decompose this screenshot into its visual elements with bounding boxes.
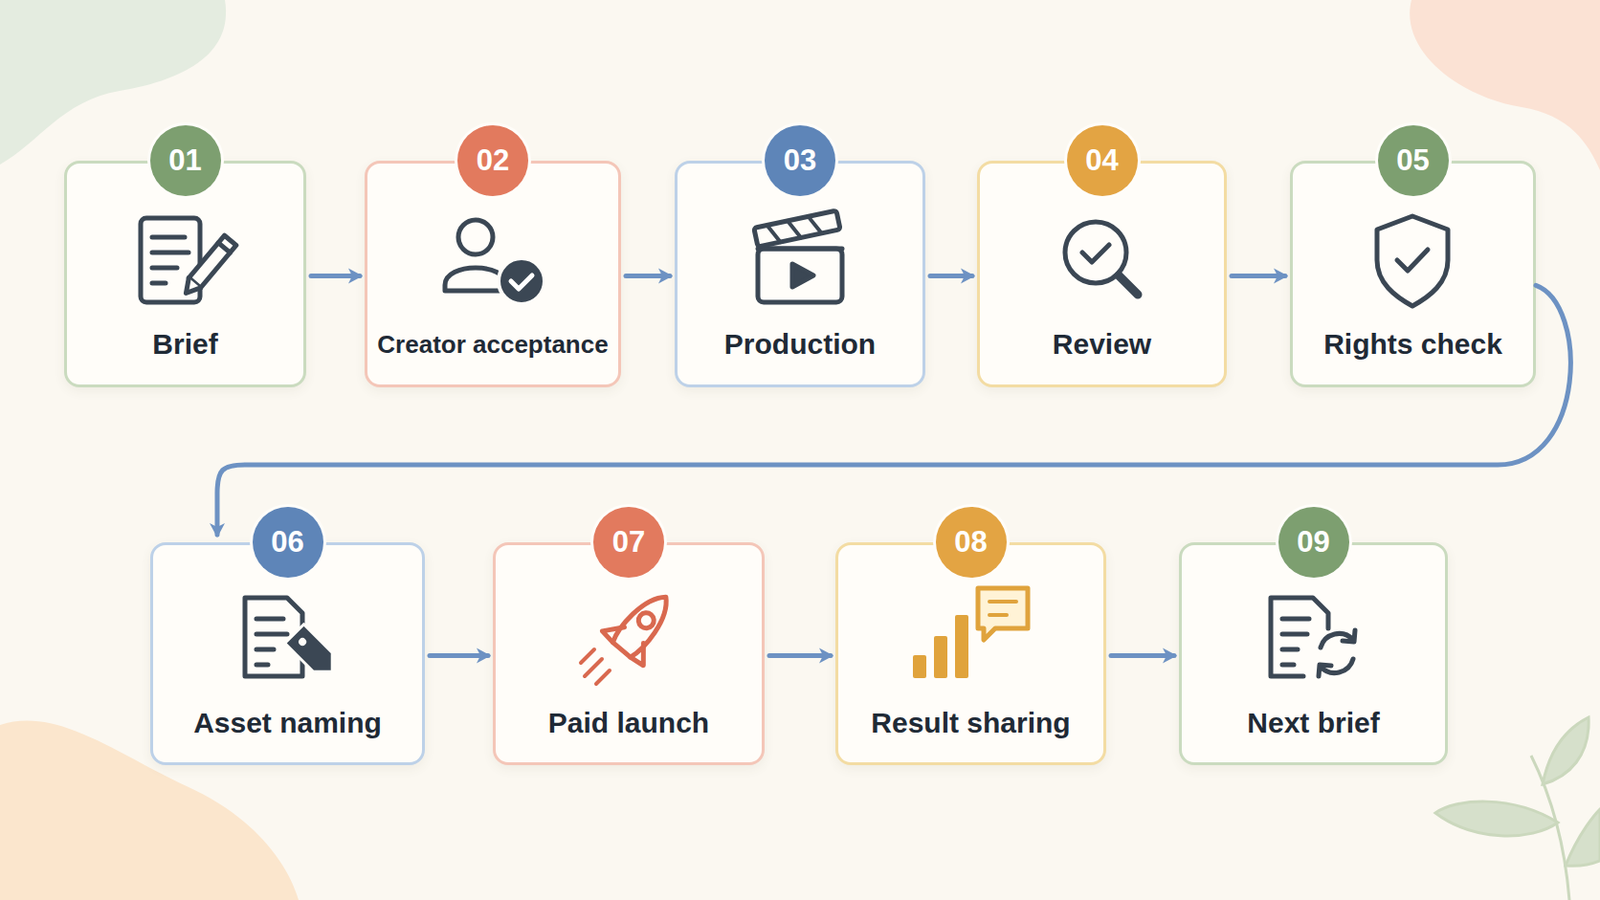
review-icon-part (1065, 222, 1127, 284)
step-label: Result sharing (844, 703, 1098, 744)
step-box: 03Production (674, 160, 926, 388)
review-icon (1065, 222, 1138, 295)
step-label: Production (683, 324, 917, 365)
rocket-icon (580, 579, 687, 685)
asset-naming-icon-part (285, 624, 342, 682)
creator-icon-part (511, 275, 533, 289)
step-number: 08 (935, 507, 1007, 578)
step-number: 01 (150, 125, 222, 197)
production-icon-part-part (767, 214, 823, 245)
step-number: 02 (457, 125, 529, 197)
next-brief-icon-part (1320, 633, 1354, 648)
step-number: 04 (1066, 125, 1138, 197)
brief-icon-part-part (179, 278, 200, 299)
rights-icon-part (1377, 216, 1448, 307)
brief-icon-part-part (188, 235, 237, 289)
asset-naming-icon-part (244, 598, 303, 677)
brief-icon-part (140, 218, 200, 303)
step-number: 06 (252, 507, 324, 578)
step-box: 05Rights check (1289, 160, 1536, 388)
step-box: 08Result sharing (835, 542, 1107, 766)
production-icon-part (754, 210, 841, 247)
rights-icon-part (1397, 249, 1428, 271)
step-label: Brief (72, 324, 298, 365)
step-number: 07 (593, 507, 665, 578)
results-icon-part (955, 615, 969, 679)
asset-naming-icon-part-part (285, 624, 342, 682)
step-number: 09 (1278, 507, 1350, 578)
rocket-icon-part-part (610, 587, 678, 660)
leaf-decoration-part (1565, 809, 1600, 867)
rocket-icon-part (580, 649, 610, 685)
flow-arrow (769, 653, 831, 659)
step-label: Paid launch (501, 703, 756, 744)
next-brief-icon-part (1318, 665, 1332, 677)
rights-icon (1377, 216, 1448, 307)
creator-icon-part (444, 267, 507, 291)
leaf-decoration (1435, 717, 1600, 900)
results-icon-part (933, 636, 948, 679)
brief-icon-part-part (218, 243, 230, 253)
step-label: Creator acceptance (373, 324, 613, 365)
next-brief-icon-part (1270, 598, 1329, 677)
results-icon (912, 588, 1028, 679)
production-icon-part (792, 264, 814, 288)
asset-naming-icon-part (256, 619, 288, 666)
asset-naming-icon-part-part (296, 636, 308, 647)
step-box: 09Next brief (1178, 542, 1448, 766)
results-icon-part (912, 655, 927, 679)
brief-icon-part (152, 237, 189, 284)
review-icon-part (1082, 244, 1110, 263)
production-icon (754, 210, 843, 303)
step-box: 06Asset naming (150, 542, 425, 766)
next-brief-icon-part (1282, 619, 1310, 666)
leaf-decoration-part (1435, 801, 1558, 837)
results-icon-part (977, 588, 1028, 641)
creator-icon (444, 220, 545, 305)
flow-arrow (1111, 653, 1175, 659)
flow-arrow (930, 273, 973, 279)
step-number: 05 (1377, 125, 1449, 197)
next-brief-icon-part (1320, 659, 1354, 674)
rocket-icon-part-part (600, 618, 655, 667)
brief-icon-part (179, 235, 237, 298)
flow-arrow (1231, 273, 1286, 279)
review-icon-part (1118, 275, 1138, 295)
production-icon-part (757, 246, 843, 252)
step-box: 04Review (977, 160, 1227, 388)
next-brief-icon-part (1342, 630, 1356, 643)
step-box: 07Paid launch (492, 542, 765, 766)
production-icon-part (757, 248, 843, 303)
results-icon-part (989, 601, 1017, 616)
leaf-decoration-part (1542, 717, 1589, 785)
creator-icon-part (498, 258, 545, 305)
rocket-icon-part-part (635, 609, 658, 632)
step-number: 03 (764, 125, 836, 197)
brief-icon (140, 218, 237, 303)
next-brief-icon (1270, 598, 1356, 677)
asset-naming-icon (244, 598, 342, 682)
step-box: 02Creator acceptance (364, 160, 622, 388)
creator-icon-part (458, 220, 493, 255)
step-label: Next brief (1187, 703, 1440, 744)
production-icon-part-part (754, 210, 841, 247)
flow-arrow (625, 273, 670, 279)
step-box: 01Brief (64, 160, 307, 388)
flow-arrow (429, 653, 489, 659)
rocket-icon-part (600, 579, 687, 667)
flow-arrow (217, 285, 1571, 535)
step-label: Asset naming (158, 703, 417, 744)
step-label: Review (985, 324, 1219, 365)
flow-arrow (311, 273, 360, 279)
step-label: Rights check (1298, 324, 1528, 365)
